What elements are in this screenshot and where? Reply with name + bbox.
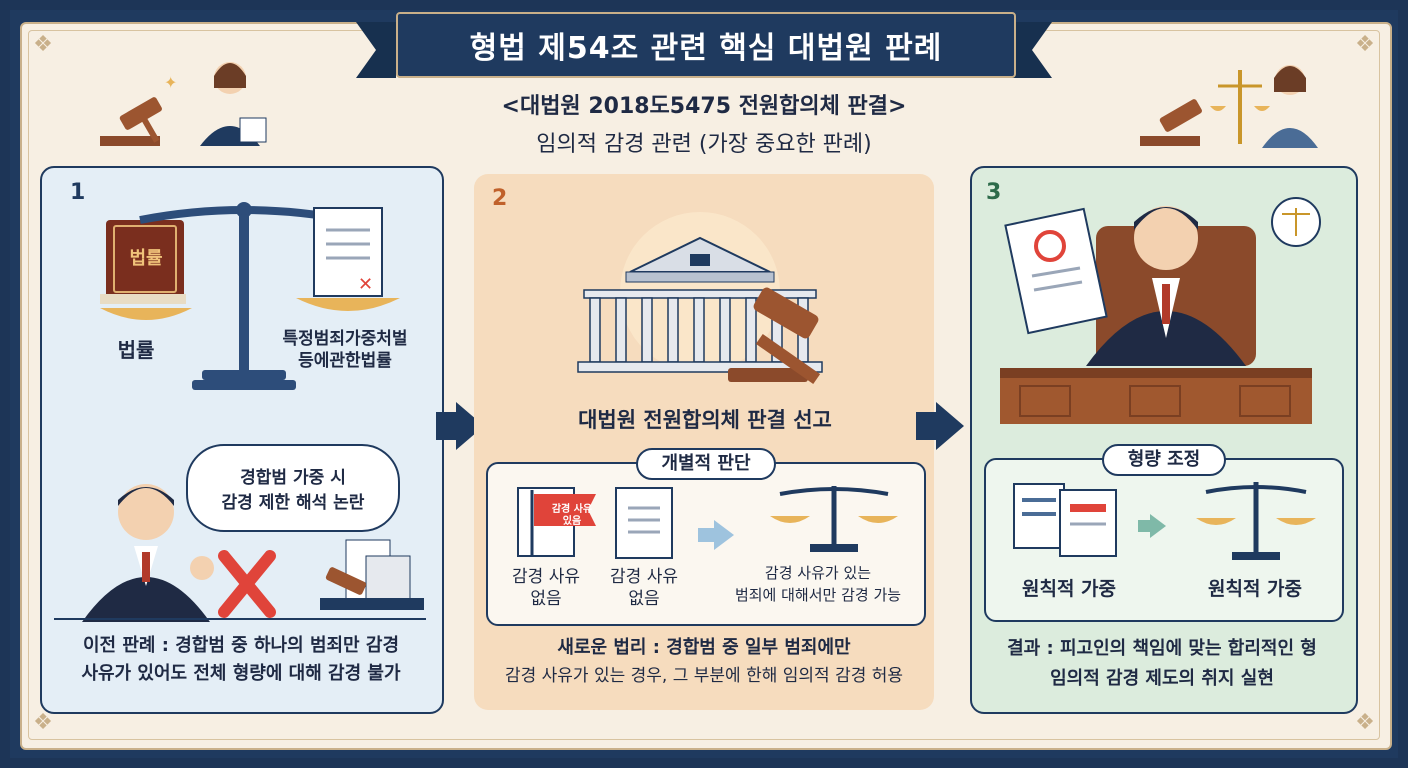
banner-ribbon-right [1012,22,1052,78]
document-icon [615,487,673,559]
new-doctrine-line-2: 감경 사유가 있는 경우, 그 부분에 한해 임의적 감경 허용 [504,666,904,686]
corner-ornament-icon: ❖ [33,710,53,735]
previous-precedent-text: 이전 판례 : 경합범 중 하나의 범죄만 감경 사유가 있어도 전체 형량에 … [48,632,434,688]
scale-icon: ✕ [100,202,400,390]
bubble-line-1: 경합범 가중 시 [240,468,346,488]
adjustment-illustration [1013,482,1316,560]
new-doctrine-text: 새로운 법리 : 경합범 중 일부 범죄에만 감경 사유가 있는 경우, 그 부… [484,634,924,690]
result-line-2: 임의적 감경 제도의 취지 실현 [1050,668,1274,689]
arrow-right-icon [1150,514,1166,538]
gavel-icon [325,567,367,595]
lawyer-objection-icon [82,484,424,622]
special-law-line-1: 특정범죄가중처벌 [282,329,408,349]
judgment-illustration [517,486,898,559]
doc1-label: 감경 사유 없음 [494,566,598,610]
scale-lady-icon [1140,65,1318,148]
result-line-1: 결과 : 피고인의 책임에 맞는 합리적인 형 [1007,638,1317,659]
scale-label: 감경 사유가 있는 범죄에 대해서만 감경 가능 [718,562,918,606]
judge-icon [1000,197,1321,424]
arrow-right-icon [714,520,734,550]
subtitle: <대법원 2018도5475 전원합의체 판결> 임의적 감경 관련 (가장 중… [420,88,988,158]
doc1-line-1: 감경 사유 [512,567,580,587]
banner-ribbon-left [356,22,396,78]
document-icon [313,207,383,297]
arrow-right-icon [916,412,936,440]
case-name: <대법원 2018도5475 전원합의체 판결> [501,94,907,119]
case-description: 임의적 감경 관련 (가장 중요한 판례) [536,132,872,157]
cross-mark-icon [218,550,276,618]
judge-writing-icon: ✦ [100,62,267,146]
doc2-label: 감경 사유 없음 [594,566,694,610]
book-icon [106,220,184,298]
speech-bubble: 경합범 가중 시 감경 제한 해석 논란 [186,444,400,532]
bubble-line-2: 감경 제한 해석 논란 [221,493,365,513]
svg-text:✦: ✦ [164,73,177,92]
doc2-line-1: 감경 사유 [610,567,678,587]
arrow-right-icon [936,402,964,450]
courthouse-icon [577,212,823,384]
gavel-icon [753,287,819,339]
previous-line-2: 사유가 있어도 전체 형량에 대해 감경 불가 [81,663,401,684]
flag-icon [534,494,596,526]
doc2-line-2: 없음 [628,589,660,609]
corner-ornament-icon: ❖ [1355,710,1375,735]
flag-label: 감경 사유 있음 [544,504,600,528]
corner-ornament-icon: ❖ [1355,32,1375,57]
previous-line-1: 이전 판례 : 경합범 중 하나의 범죄만 감경 [82,635,400,656]
corner-ornament-icon: ❖ [33,32,53,57]
result-text: 결과 : 피고인의 책임에 맞는 합리적인 형 임의적 감경 제도의 취지 실현 [976,634,1348,694]
individual-judgment-pill: 개별적 판단 [636,448,776,480]
step-number-3: 3 [986,180,1002,205]
svg-text:✕: ✕ [358,274,373,295]
left-outcome-label: 원칙적 가중 [1021,578,1116,600]
scale-line-2: 범죄에 대해서만 감경 가능 [734,586,902,604]
scale-line-1: 감경 사유가 있는 [764,564,872,582]
step-number-2: 2 [492,186,508,211]
arrow-right-icon [436,412,456,440]
special-law-label: 특정범죄가중처벌 등에관한법률 [260,328,430,372]
flag-label-1: 감경 사유 [551,504,593,515]
right-outcome-label: 원칙적 가중 [1207,578,1302,600]
new-doctrine-line-1: 새로운 법리 : 경합범 중 일부 범죄에만 [557,637,851,658]
doc1-line-2: 없음 [530,589,562,609]
divider [54,618,426,620]
page-title: 형법 제54조 관련 핵심 대법원 판례 [469,31,943,66]
book-label: 법률 [129,248,163,269]
ruling-headline: 대법원 전원합의체 판결 선고 [578,408,832,432]
flag-label-2: 있음 [562,516,582,527]
sentence-adjustment-pill: 형량 조정 [1102,444,1226,476]
law-label: 법률 [117,338,155,362]
title-banner: 형법 제54조 관련 핵심 대법원 판례 [396,12,1016,78]
step-number-1: 1 [70,180,86,205]
special-law-line-2: 등에관한법률 [298,351,392,371]
